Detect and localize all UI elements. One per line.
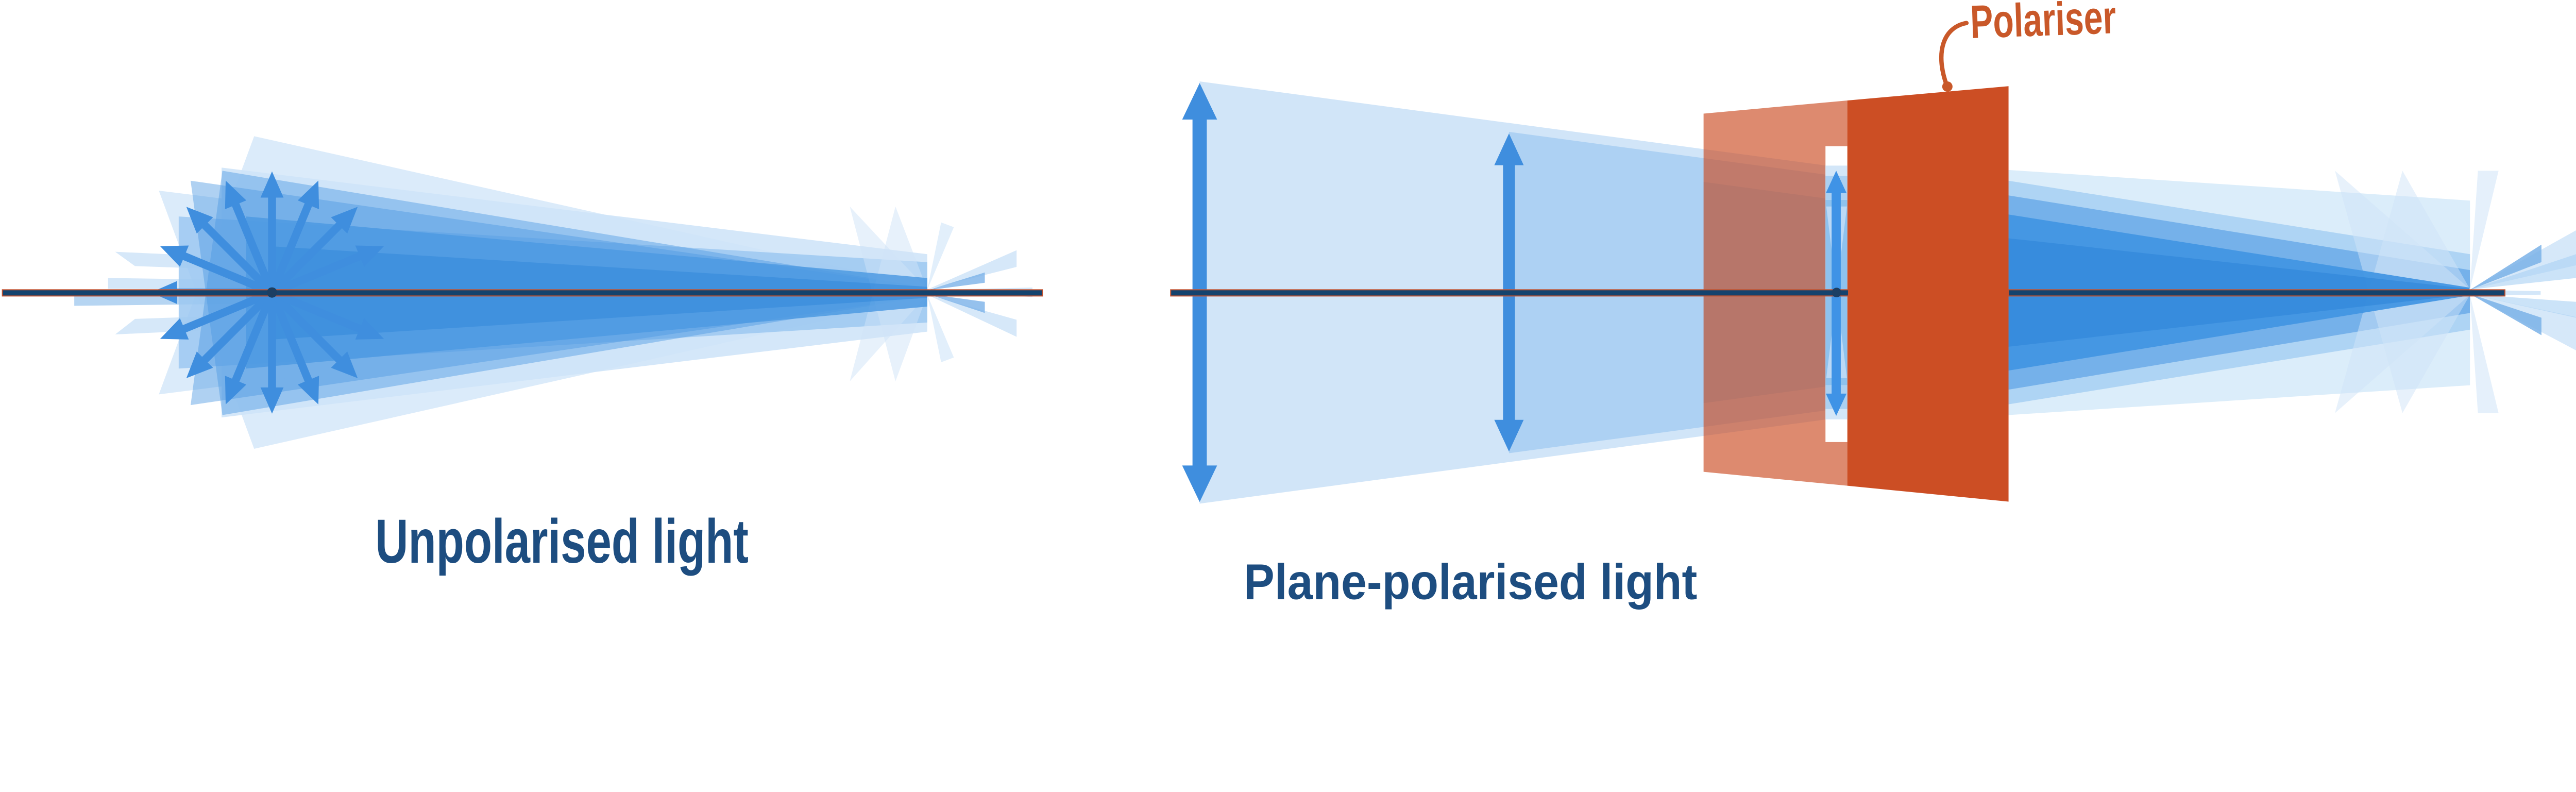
transmitted-beam-end-flares xyxy=(2470,171,2576,413)
leader-dot xyxy=(1942,81,1953,92)
beam-flare xyxy=(927,294,1017,337)
axis-right-after-polariser xyxy=(2008,289,2506,297)
leader-curve xyxy=(1939,21,1969,88)
beam-flare xyxy=(2470,294,2576,318)
field-direction-arrow xyxy=(268,180,319,294)
unpolarised-source-dot xyxy=(266,287,278,298)
right-caption: Plane-polarised light xyxy=(1244,553,1697,610)
polariser-leader-line xyxy=(1939,21,1969,92)
field-direction-arrow xyxy=(269,290,358,378)
field-direction-arrow xyxy=(186,207,275,296)
polarisation-diagram-canvas: Unpolarised light Plane-polarised light … xyxy=(2,0,2576,610)
axis-right-before-polariser xyxy=(1170,289,1849,297)
beam-flare xyxy=(927,222,954,290)
polariser-label: Polariser xyxy=(1970,0,2117,48)
field-direction-arrow xyxy=(160,245,274,296)
polarisation-figure: Unpolarised light Plane-polarised light … xyxy=(2,0,2576,610)
beam-flare xyxy=(927,272,985,291)
slit-beam-band xyxy=(1825,165,1848,176)
left-caption: Unpolarised light xyxy=(375,506,749,576)
beam-flare xyxy=(927,250,1017,290)
field-direction-arrow xyxy=(225,180,276,294)
field-direction-arrow xyxy=(270,289,384,340)
axis-left xyxy=(2,289,1043,297)
beam-flare xyxy=(927,294,954,362)
propagation-axis xyxy=(2,289,2506,297)
field-direction-arrow xyxy=(269,207,358,296)
field-direction-arrow xyxy=(260,171,284,293)
beam-flare xyxy=(2470,171,2499,290)
field-direction-arrow xyxy=(268,291,319,405)
beam-flare xyxy=(2470,254,2576,290)
field-direction-arrow xyxy=(270,245,384,296)
slit-centre-dot xyxy=(1832,288,1842,297)
axis-dots xyxy=(266,287,1842,298)
field-direction-arrow xyxy=(225,291,276,405)
polariser-card-right-half xyxy=(1847,86,2009,502)
field-direction-arrow xyxy=(160,289,274,340)
beam-flare xyxy=(2470,295,2499,413)
beam-flare xyxy=(2470,294,2541,335)
field-direction-arrow xyxy=(186,290,275,378)
beam-flare xyxy=(927,294,985,313)
field-direction-arrow xyxy=(260,292,284,414)
